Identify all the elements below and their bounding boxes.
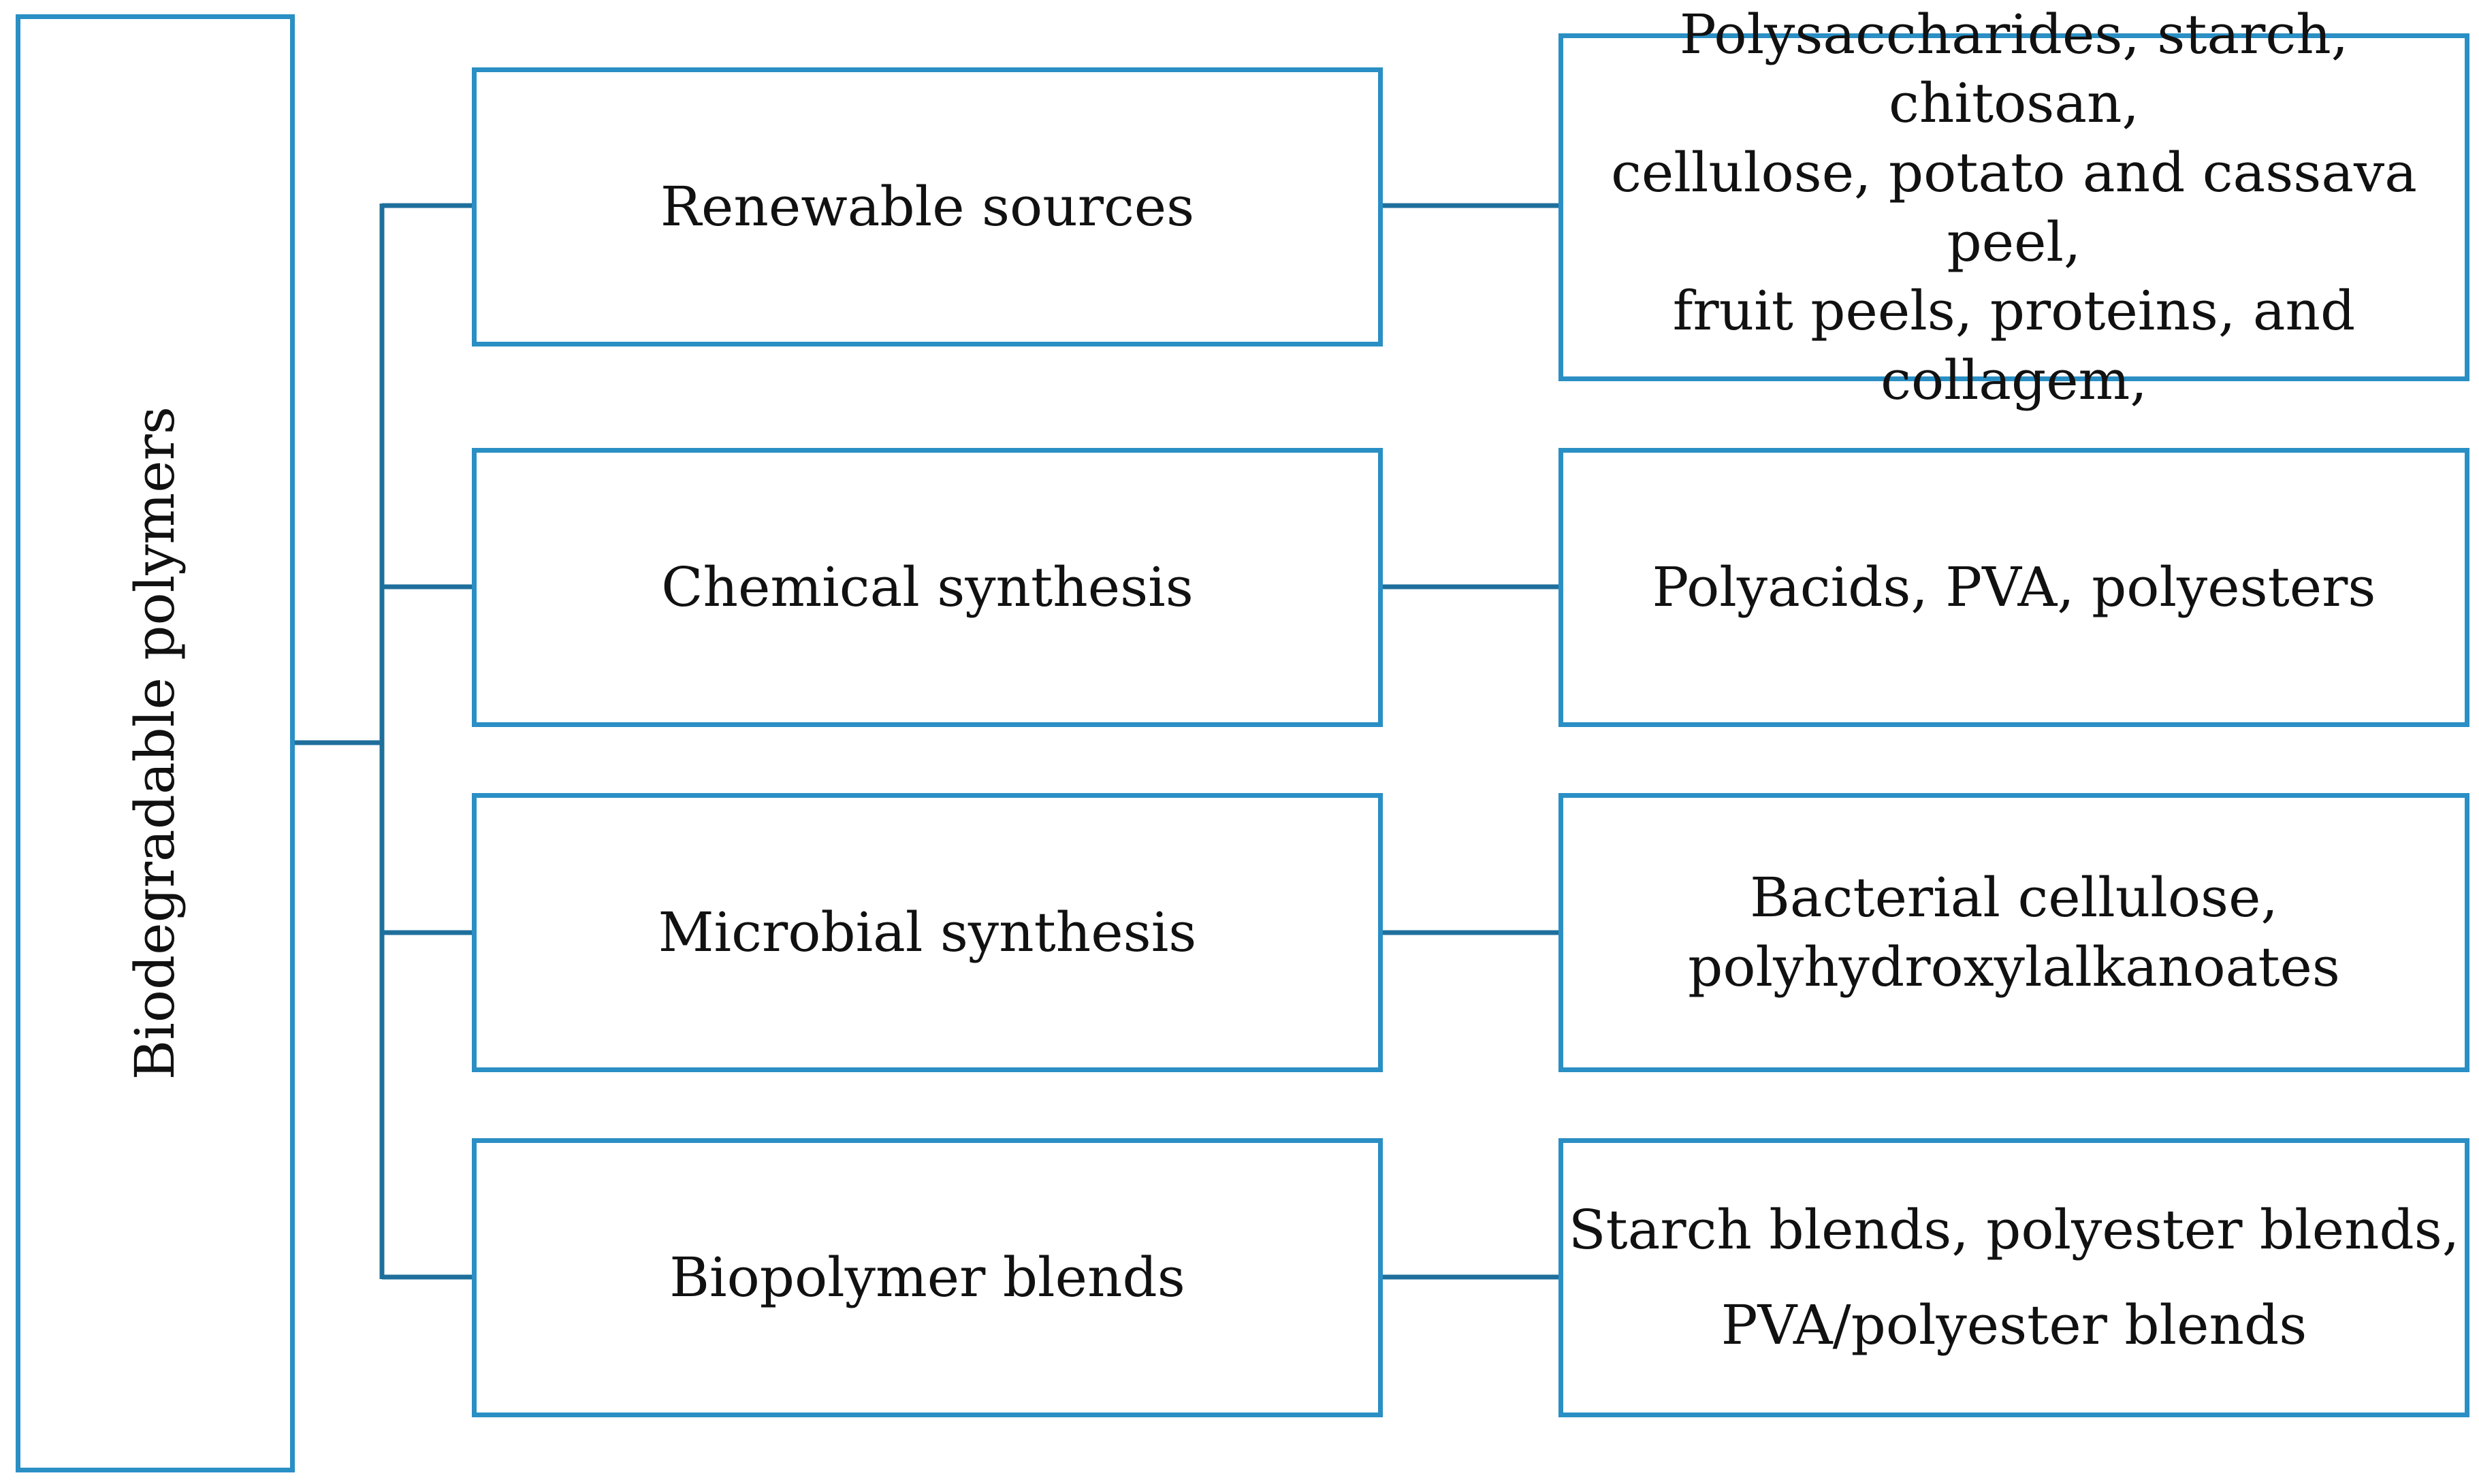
category-box-microbial-synthesis: Microbial synthesis <box>472 793 1383 1072</box>
category-label: Renewable sources <box>660 175 1195 239</box>
category-box-renewable-sources: Renewable sources <box>472 67 1383 346</box>
root-box: Biodegradable polymers <box>16 14 295 1472</box>
category-label: Microbial synthesis <box>658 901 1197 965</box>
examples-box-biopolymer-blends: Starch blends, polyester blends, PVA/pol… <box>1558 1138 2469 1417</box>
examples-text: Bacterial cellulose, polyhydroxylalkanoa… <box>1688 866 2340 999</box>
category-label: Biopolymer blends <box>669 1246 1185 1310</box>
category-box-biopolymer-blends: Biopolymer blends <box>472 1138 1383 1417</box>
examples-text: Starch blends, polyester blends, PVA/pol… <box>1568 1198 2460 1357</box>
category-box-chemical-synthesis: Chemical synthesis <box>472 448 1383 727</box>
examples-box-microbial-synthesis: Bacterial cellulose, polyhydroxylalkanoa… <box>1558 793 2469 1072</box>
examples-text: Polysaccharides, starch, chitosan, cellu… <box>1611 2 2417 412</box>
examples-box-renewable-sources: Polysaccharides, starch, chitosan, cellu… <box>1558 3 2469 412</box>
root-label: Biodegradable polymers <box>123 406 187 1080</box>
examples-text: Polyacids, PVA, polyesters <box>1652 555 2376 619</box>
category-label: Chemical synthesis <box>661 555 1194 619</box>
examples-box-chemical-synthesis: Polyacids, PVA, polyesters <box>1558 448 2469 727</box>
